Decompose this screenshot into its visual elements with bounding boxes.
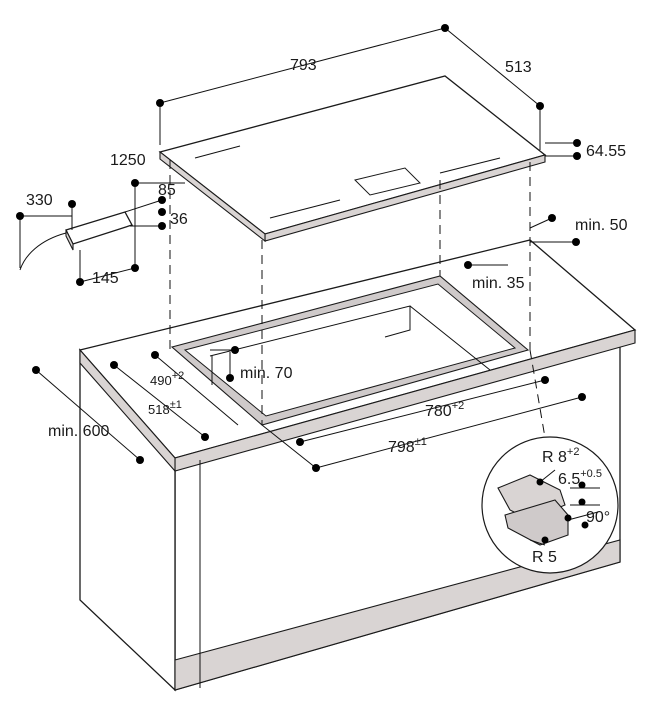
label-box-height: 36 <box>170 211 188 228</box>
detail-leader <box>529 349 549 456</box>
worktop-side-edge <box>79 348 176 473</box>
dimension-lines <box>19 27 583 469</box>
label-cable-length: 1250 <box>110 152 146 169</box>
label-hob-width: 793 <box>290 57 317 74</box>
box-top <box>65 211 133 245</box>
label-radius-outer: R 8+2 <box>542 446 579 466</box>
label-cutout-depth: 490+2 <box>150 370 184 388</box>
rebate-detail <box>481 436 619 574</box>
label-rebate-width: 798±1 <box>388 436 427 456</box>
cutout-inner-right <box>409 305 491 371</box>
label-hob-height: 64.55 <box>586 143 626 160</box>
label-rebate-height: 6.5+0.5 <box>558 468 602 488</box>
box-cable <box>19 232 67 271</box>
hob-zone-mark <box>194 145 241 159</box>
hob-side-edge <box>159 150 266 243</box>
label-min-50: min. 50 <box>575 217 628 234</box>
label-angle: 90° <box>586 509 610 526</box>
label-worktop-min: min. 600 <box>48 423 109 440</box>
electronic-box <box>19 211 133 271</box>
cutout <box>170 275 530 426</box>
plinth <box>174 539 621 691</box>
label-cutout-width: 780+2 <box>425 400 464 420</box>
hob-zone-mark <box>439 157 501 174</box>
label-radius-inner: R 5 <box>532 549 557 566</box>
projection-lines <box>169 160 549 456</box>
hob-control-panel <box>354 167 421 196</box>
label-box-width: 85 <box>158 182 176 199</box>
dimension-labels: 793 513 1250 64.55 330 85 36 145 min. 50… <box>26 57 628 566</box>
label-rebate-depth: 518±1 <box>148 399 182 417</box>
hob <box>158 75 547 243</box>
cutout-inner-wall <box>209 305 411 357</box>
label-box-length: 330 <box>26 192 53 209</box>
label-min-70: min. 70 <box>240 365 293 382</box>
detail-worktop-section <box>504 499 569 546</box>
label-box-depth: 145 <box>92 270 119 287</box>
cutout-opening <box>183 283 517 417</box>
box-side <box>65 229 74 251</box>
dimension-dots <box>16 24 586 472</box>
hob-zone-mark <box>269 199 341 219</box>
label-min-35: min. 35 <box>472 275 525 292</box>
label-hob-depth: 513 <box>505 59 532 76</box>
